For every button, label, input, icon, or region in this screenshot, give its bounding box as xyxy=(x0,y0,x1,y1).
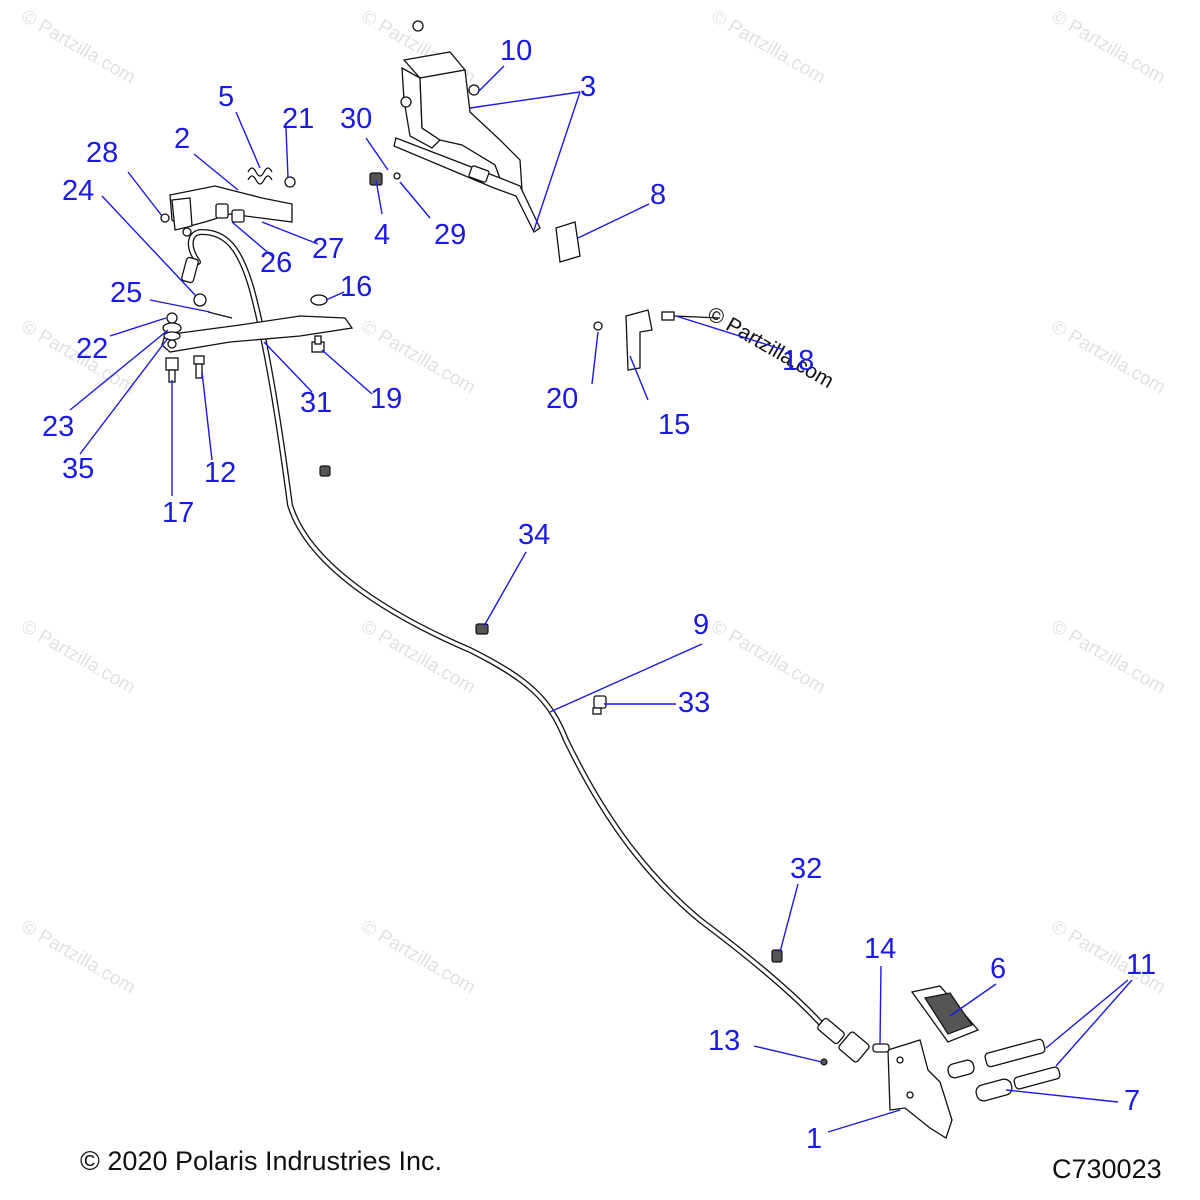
callout-23: 23 xyxy=(42,411,74,443)
callout-24: 24 xyxy=(62,175,94,207)
watermark: © Partzilla.com xyxy=(708,616,829,698)
callout-28: 28 xyxy=(86,137,118,169)
caliper-bracket xyxy=(887,1039,953,1139)
watermark: © Partzilla.com xyxy=(18,616,139,698)
washer-22 xyxy=(166,312,178,324)
callout-15: 15 xyxy=(658,409,690,441)
bolt-17 xyxy=(165,357,179,383)
washer-24 xyxy=(193,293,207,307)
bolt-19 xyxy=(311,335,325,353)
pedal-lever xyxy=(161,315,354,353)
watermark: © Partzilla.com xyxy=(18,916,139,998)
watermark: © Partzilla.com xyxy=(708,6,829,88)
bolt-12 xyxy=(193,355,205,379)
pin-21 xyxy=(284,176,296,188)
watermark: © Partzilla.com xyxy=(18,6,139,88)
callout-30: 30 xyxy=(340,103,372,135)
callout-22: 22 xyxy=(76,333,108,365)
callout-27: 27 xyxy=(312,233,344,265)
bolt-33 xyxy=(592,695,607,715)
callout-35: 35 xyxy=(62,453,94,485)
sleeve-7 xyxy=(975,1078,1013,1102)
nut-28 xyxy=(160,213,170,223)
callout-14: 14 xyxy=(864,933,896,965)
callout-1: 1 xyxy=(806,1123,822,1155)
callout-8: 8 xyxy=(650,179,666,211)
callout-25: 25 xyxy=(110,277,142,309)
callout-29: 29 xyxy=(434,219,466,251)
callout-21: 21 xyxy=(282,103,314,135)
pedal-bracket xyxy=(169,185,293,237)
callouts: 1 2 3 4 5 6 7 8 9 10 11 12 13 14 15 16 1… xyxy=(42,35,1156,1155)
clip-unlabeled xyxy=(319,465,331,477)
callout-31: 31 xyxy=(300,387,332,419)
callout-6: 6 xyxy=(990,953,1006,985)
watermark-dark: © Partzilla.com xyxy=(704,302,838,393)
callout-18: 18 xyxy=(782,345,814,377)
callout-32: 32 xyxy=(790,853,822,885)
copyright-text: © 2020 Polaris Indrustries Inc. xyxy=(80,1146,442,1176)
callout-19: 19 xyxy=(370,383,402,415)
callout-26: 26 xyxy=(260,247,292,279)
screw-18 xyxy=(661,311,721,321)
clip-29 xyxy=(393,172,401,180)
clip-32 xyxy=(771,949,783,963)
washer-16 xyxy=(310,294,328,306)
callout-13: 13 xyxy=(708,1025,740,1057)
pin-25 xyxy=(207,311,233,319)
callout-3: 3 xyxy=(580,71,596,103)
washer-35 xyxy=(163,331,181,341)
watermark: © Partzilla.com xyxy=(1048,316,1169,398)
return-spring xyxy=(247,167,273,185)
callout-4: 4 xyxy=(374,219,390,251)
callout-9: 9 xyxy=(693,609,709,641)
callout-5: 5 xyxy=(218,81,234,113)
watermark: © Partzilla.com xyxy=(1048,6,1169,88)
callout-7: 7 xyxy=(1124,1085,1140,1117)
plate-8 xyxy=(555,221,581,263)
upper-bracket xyxy=(393,20,541,233)
switch-15 xyxy=(625,309,653,371)
callout-10: 10 xyxy=(500,35,532,67)
callout-20: 20 xyxy=(546,383,578,415)
callout-33: 33 xyxy=(678,687,710,719)
watermark: © Partzilla.com xyxy=(1048,616,1169,698)
brake-cable xyxy=(181,228,870,1063)
clip-34 xyxy=(475,623,489,635)
watermark: © Partzilla.com xyxy=(358,916,479,998)
callout-2: 2 xyxy=(174,123,190,155)
callout-16: 16 xyxy=(340,271,372,303)
pin-14 xyxy=(872,1043,890,1053)
callout-12: 12 xyxy=(204,457,236,489)
callout-11: 11 xyxy=(1126,949,1156,981)
leader-lines xyxy=(69,65,1133,1133)
clip-30 xyxy=(369,172,383,186)
bolts-11 xyxy=(947,1038,1061,1090)
diagram-code: C730023 xyxy=(1052,1154,1162,1184)
nut-20 xyxy=(593,321,603,331)
callout-17: 17 xyxy=(162,497,194,529)
brake-pads xyxy=(910,985,980,1043)
callout-34: 34 xyxy=(518,519,550,551)
